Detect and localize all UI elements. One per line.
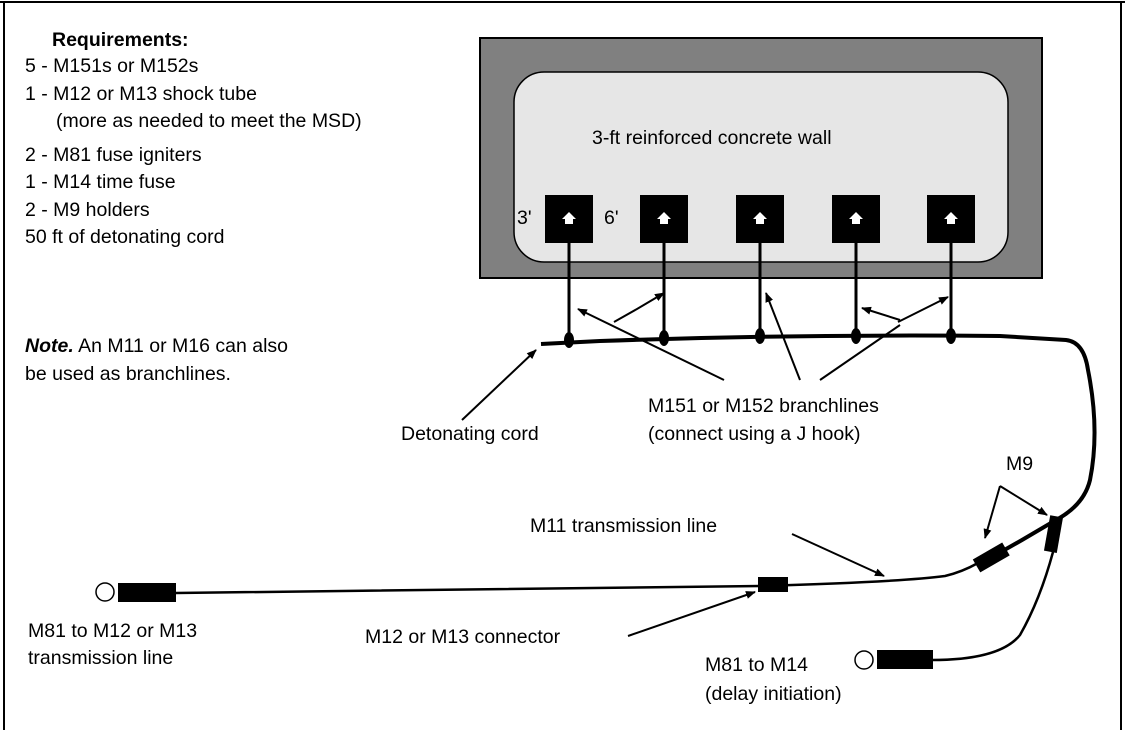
requirement-item: (more as needed to meet the MSD) — [56, 110, 362, 132]
detonating-cord — [540, 333, 1097, 559]
charge-markers — [562, 212, 958, 224]
m14-time-fuse — [931, 551, 1055, 662]
charge-marker-icon — [562, 212, 576, 224]
label-m81-m14-1: M81 to M14 — [705, 654, 808, 676]
arrow-m9-1 — [983, 485, 1001, 539]
label-m11-transmission: M11 transmission line — [530, 515, 717, 537]
label-m9: M9 — [1006, 453, 1033, 475]
j-hook-4 — [851, 328, 861, 344]
requirement-item: 50 ft of detonating cord — [25, 226, 224, 248]
j-hook-3 — [755, 328, 765, 344]
requirement-item: 5 - M151s or M152s — [25, 55, 199, 77]
label-branchlines-1: M151 or M152 branchlines — [648, 395, 879, 417]
j-hook-1 — [564, 332, 574, 348]
arrow-connector — [627, 591, 756, 637]
charge-marker-icon — [849, 212, 863, 224]
j-hooks — [564, 328, 956, 348]
arrow-branchline-2 — [613, 292, 665, 323]
requirement-item: 2 - M81 fuse igniters — [25, 144, 202, 166]
arrow-branchline-1 — [577, 308, 725, 381]
charge-marker-icon — [657, 212, 671, 224]
label-m81-m12-1: M81 to M12 or M13 — [28, 620, 197, 642]
spacing-label-3ft: 3' — [517, 207, 532, 229]
spacing-label-6ft: 6' — [604, 207, 619, 229]
arrow-m11 — [791, 533, 885, 577]
m12-m13-connector — [758, 577, 788, 592]
m81-body-left — [118, 583, 176, 602]
label-m81-m14-2: (delay initiation) — [705, 683, 842, 705]
j-hook-2 — [659, 330, 669, 346]
j-hook-5 — [946, 328, 956, 344]
label-m81-m12-2: transmission line — [28, 647, 173, 669]
m81-igniter-m14 — [854, 650, 874, 670]
requirement-item: 2 - M9 holders — [25, 199, 150, 221]
m9-holder-1 — [972, 542, 1010, 573]
note-lead: Note. — [25, 335, 74, 357]
branchlines — [567, 243, 953, 337]
m81-igniter-left — [95, 582, 115, 602]
label-connector: M12 or M13 connector — [365, 626, 561, 648]
m9-holder-2 — [1043, 515, 1064, 553]
m11-transmission-line — [175, 561, 979, 595]
arrow-detonating-cord — [461, 349, 537, 421]
note-text-1: An M11 or M16 can also — [74, 335, 288, 357]
requirements-heading: Requirements: — [52, 29, 189, 51]
label-branchlines-2: (connect using a J hook) — [648, 423, 860, 445]
wall-label: 3-ft reinforced concrete wall — [592, 127, 832, 149]
arrow-m9-2 — [999, 485, 1048, 516]
diagram-labels: Detonating cord M151 or M152 branchlines… — [28, 395, 1033, 705]
charge-marker-icon — [753, 212, 767, 224]
requirements-list: Requirements: 5 - M151s or M152s 1 - M12… — [25, 29, 362, 248]
m81-body-m14 — [877, 650, 933, 669]
arrow-branchline-5 — [897, 296, 949, 323]
label-detonating-cord: Detonating cord — [401, 423, 539, 445]
arrow-branchline-4 — [819, 324, 901, 381]
requirement-item: 1 - M14 time fuse — [25, 171, 176, 193]
note-line-2: be used as branchlines. — [25, 363, 231, 385]
annotation-arrows — [461, 292, 1048, 637]
note: Note. An M11 or M16 can also be used as … — [25, 335, 288, 385]
note-line-1: Note. An M11 or M16 can also — [25, 335, 288, 357]
arrow-branchline-4b — [861, 306, 901, 321]
charge-marker-icon — [944, 212, 958, 224]
arrow-branchline-3 — [765, 292, 801, 381]
requirement-item: 1 - M12 or M13 shock tube — [25, 83, 257, 105]
